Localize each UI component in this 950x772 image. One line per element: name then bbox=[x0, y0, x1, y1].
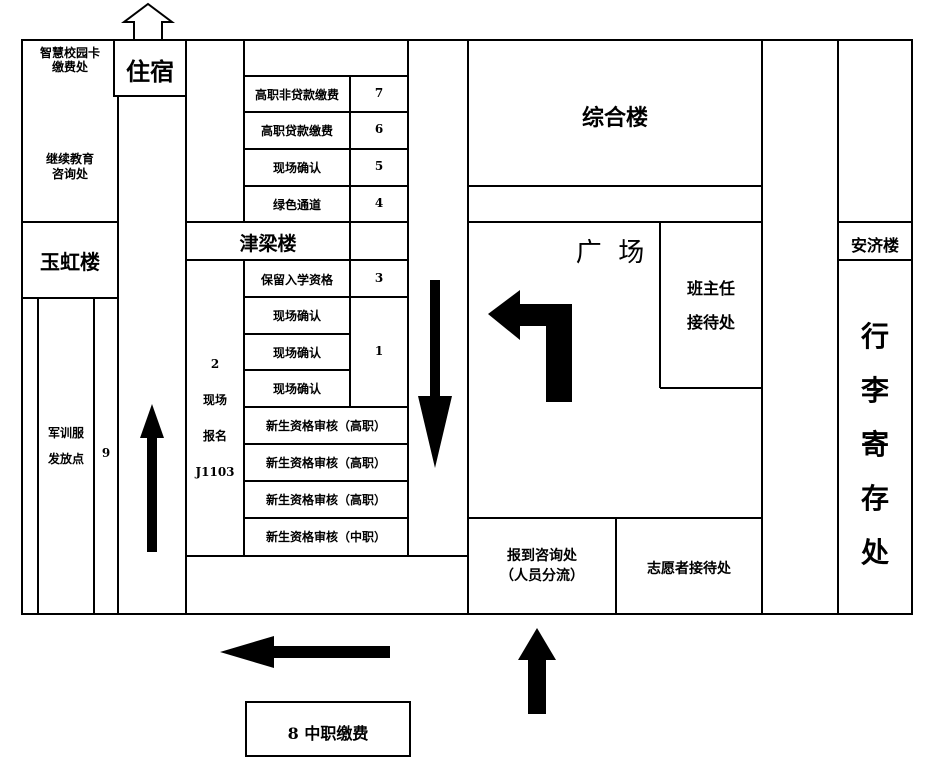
counter-name: 现场确认 bbox=[272, 309, 321, 323]
secondary-fee-label: 8 中职缴费 bbox=[287, 724, 369, 743]
counter-name: 现场确认 bbox=[272, 346, 321, 360]
counter-number: 7 bbox=[374, 86, 384, 100]
counter-9-label: 9 bbox=[101, 446, 111, 460]
counter-number: 4 bbox=[374, 196, 384, 210]
counter-number: 5 bbox=[374, 159, 384, 173]
jinliang-building-label: 津梁楼 bbox=[239, 233, 297, 255]
luggage-storage-label: 行 李 寄 存 处 bbox=[860, 320, 889, 569]
site-registration-label: 2 现场 报名 J1103 bbox=[195, 357, 235, 479]
smart-card-payment-label: 智慧校园卡 缴费处 bbox=[39, 46, 100, 74]
counter-number: 1 bbox=[374, 344, 384, 358]
head-teacher-reception-label: 班主任 接待处 bbox=[686, 279, 735, 332]
counter-number: 6 bbox=[374, 122, 384, 136]
military-uniform-label: 军训服 发放点 bbox=[47, 426, 84, 466]
counter-name: 新生资格审核（高职） bbox=[265, 419, 386, 433]
counter-name: 现场确认 bbox=[272, 382, 321, 396]
registration-consulting-label: 报到咨询处 （人员分流） bbox=[500, 548, 584, 584]
square-label: 广 场 bbox=[575, 238, 645, 268]
continuing-edu-label: 继续教育 咨询处 bbox=[45, 152, 94, 181]
zonghe-building-label: 综合楼 bbox=[581, 105, 648, 131]
counter-name: 高职贷款缴费 bbox=[260, 124, 333, 138]
counter-name: 高职非贷款缴费 bbox=[254, 88, 339, 102]
counter-name: 保留入学资格 bbox=[260, 273, 333, 287]
volunteer-reception-label: 志愿者接待处 bbox=[647, 561, 731, 577]
counter-number: 3 bbox=[374, 271, 384, 285]
counter-name: 新生资格审核（高职） bbox=[265, 493, 386, 507]
counter-name: 绿色通道 bbox=[272, 198, 321, 212]
yuhong-building-label: 玉虹楼 bbox=[40, 250, 100, 274]
counter-name: 现场确认 bbox=[272, 161, 321, 175]
counter-name: 新生资格审核（中职） bbox=[265, 530, 386, 544]
counter-name: 新生资格审核（高职） bbox=[265, 456, 386, 470]
dorm-label: 住宿 bbox=[126, 57, 174, 86]
anji-building-label: 安济楼 bbox=[850, 236, 899, 255]
